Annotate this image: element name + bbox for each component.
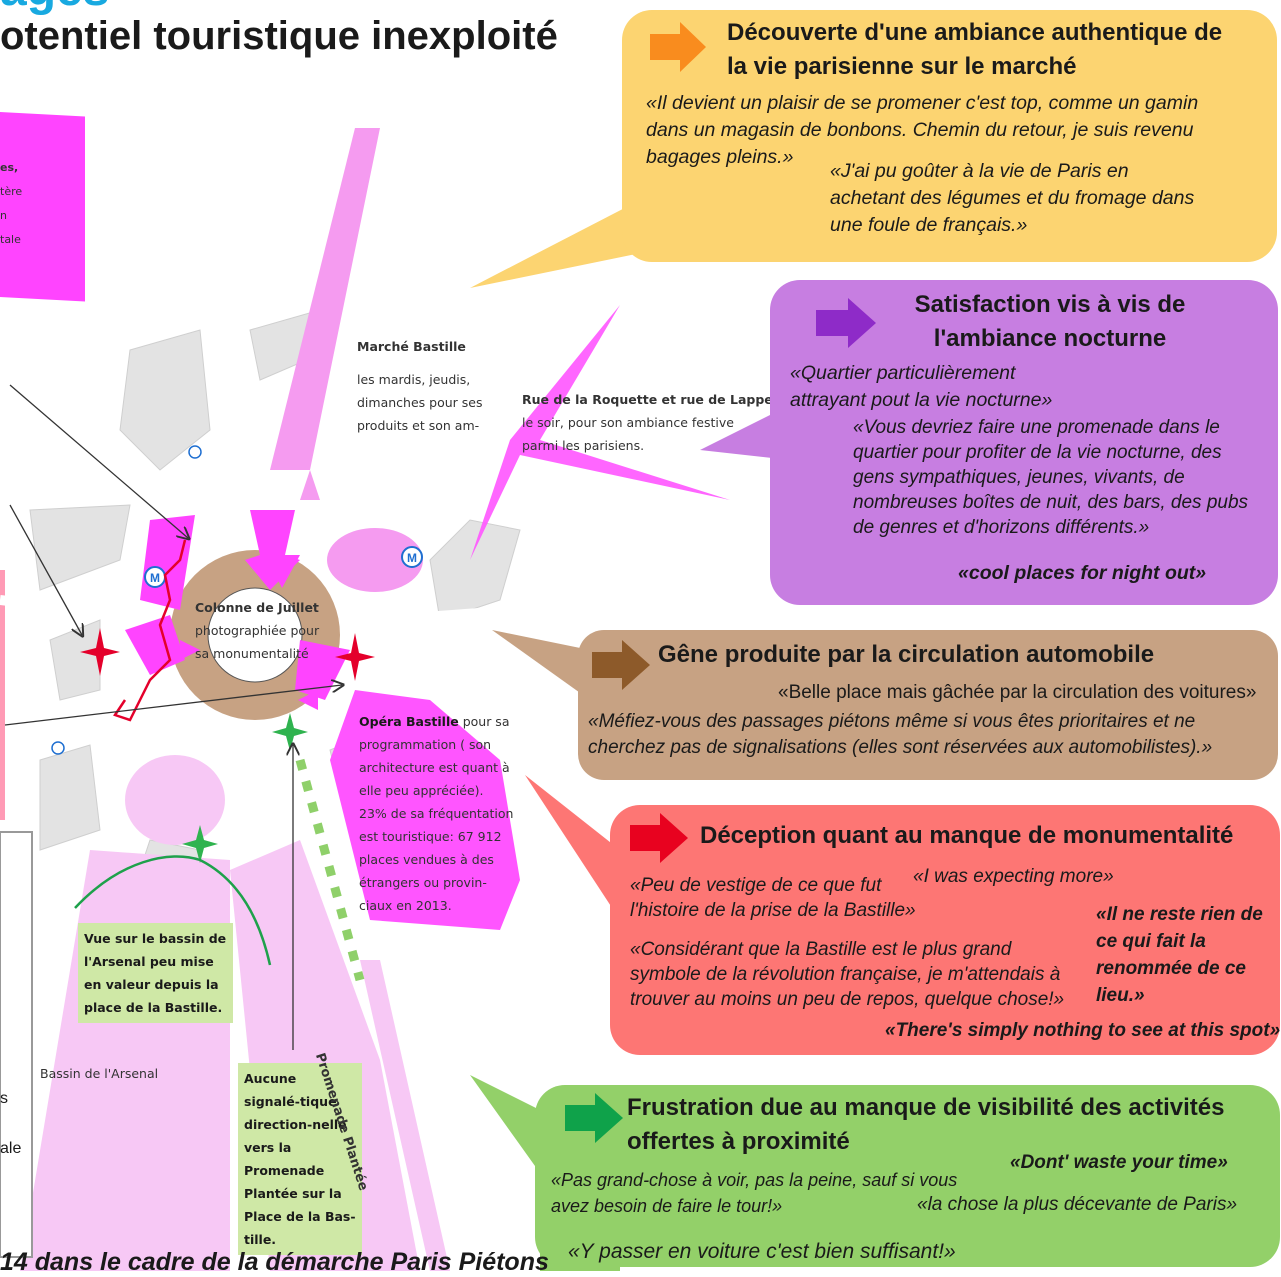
quote: «Y passer en voiture c'est bien suffisan… bbox=[568, 1240, 956, 1263]
bubble-title: Découverte d'une ambiance authentique de… bbox=[727, 19, 1223, 80]
bubble-decouverte: Découverte d'une ambiance authentique de… bbox=[622, 10, 1277, 262]
street-block bbox=[119, 329, 211, 471]
metro-icon bbox=[188, 445, 202, 459]
red-star-icon bbox=[80, 628, 120, 676]
green-star-icon bbox=[182, 825, 218, 863]
promenade-dashes bbox=[295, 758, 365, 982]
magenta-ellipse bbox=[327, 528, 423, 592]
street-block bbox=[39, 744, 101, 851]
bubble-title: Déception quant au manque de monumentali… bbox=[700, 822, 1234, 849]
marche-bastille-label: Marché Bastille les mardis, jeudis, dima… bbox=[357, 339, 483, 433]
arsenal-band bbox=[20, 850, 230, 1271]
pink-band-left bbox=[0, 570, 5, 820]
left-bottom-letters: s ale bbox=[0, 1090, 22, 1157]
bubble-title: Satisfaction vis à vis de l'ambiance noc… bbox=[914, 291, 1186, 352]
pink-ellipse bbox=[125, 755, 225, 845]
street-block bbox=[429, 519, 521, 621]
quote: «Belle place mais gâchée par la circulat… bbox=[778, 682, 1257, 703]
green-arrow-icon bbox=[565, 1093, 623, 1143]
svg-text:M: M bbox=[407, 551, 417, 565]
tail-red bbox=[525, 775, 620, 920]
arsenal-note: Vue sur le bassin de l'Arsenal peu mise … bbox=[78, 923, 233, 1023]
quote: «la chose la plus décevante de Paris» bbox=[917, 1194, 1238, 1215]
roquette-shape bbox=[470, 305, 730, 560]
quote: «Quartier particulièrement attrayant pou… bbox=[790, 362, 1053, 411]
red-star-icon bbox=[335, 633, 375, 681]
quote: «cool places for night out» bbox=[958, 562, 1207, 584]
red-arrow-icon bbox=[630, 813, 688, 863]
opera-shape bbox=[330, 690, 520, 930]
quote: «Pas grand-chose à voir, pas la peine, s… bbox=[551, 1170, 958, 1216]
metro-icon-group bbox=[51, 445, 423, 755]
bubble-title: Gêne produite par la circulation automob… bbox=[658, 641, 1155, 668]
bubble-frustration: Frustration due au manque de visibilité … bbox=[535, 1085, 1280, 1267]
bubble-deception: Déception quant au manque de monumentali… bbox=[610, 805, 1280, 1055]
quote: «Considérant que la Bastille est le plus… bbox=[630, 939, 1065, 1010]
quote: «Méfiez-vous des passages piétons même s… bbox=[588, 711, 1213, 758]
magenta-box-left bbox=[0, 112, 85, 302]
street-block bbox=[49, 619, 101, 701]
green-curve bbox=[74, 855, 272, 966]
quote: «Vous devriez faire une promenade dans l… bbox=[853, 417, 1249, 538]
left-box-text: es, tère n tale bbox=[0, 161, 23, 246]
signal-note: Aucune signalé-tique direction-nelle ver… bbox=[238, 1063, 362, 1255]
bassin-label: Bassin de l'Arsenal bbox=[40, 1066, 159, 1081]
title-fragment: ages bbox=[0, 0, 109, 17]
red-route bbox=[113, 539, 187, 722]
bubble-title: Frustration due au manque de visibilité … bbox=[627, 1094, 1225, 1155]
tail-tan bbox=[492, 630, 590, 700]
svg-text:M: M bbox=[150, 571, 160, 585]
bubble-nocturne: Satisfaction vis à vis de l'ambiance noc… bbox=[770, 280, 1278, 605]
street-block bbox=[29, 504, 131, 591]
roquette-label: Rue de la Roquette et rue de Lappe, le s… bbox=[522, 392, 778, 453]
bubble-circulation: Gêne produite par la circulation automob… bbox=[578, 630, 1278, 780]
opera-label: Opéra Bastille pour sa programmation ( s… bbox=[359, 714, 514, 913]
footer-caption: 14 dans le cadre de la démarche Paris Pi… bbox=[0, 1248, 549, 1276]
orange-arrow-icon bbox=[650, 22, 706, 72]
quote: «Il ne reste rien de ce qui fait la reno… bbox=[1096, 904, 1263, 1006]
metro-icon bbox=[51, 741, 65, 755]
colonne-label: Colonne de Juillet photographiée pour sa… bbox=[195, 600, 320, 661]
page-title: otentiel touristique inexploité bbox=[0, 14, 558, 58]
quote: «There's simply nothing to see at this s… bbox=[885, 1020, 1281, 1041]
quote: «Peu de vestige de ce que fut l'histoire… bbox=[630, 875, 916, 921]
quote: «I was expecting more» bbox=[913, 866, 1114, 887]
quote: «Il devient un plaisir de se promener c'… bbox=[646, 92, 1199, 168]
metro-icon bbox=[401, 546, 423, 568]
quote: «J'ai pu goûter à la vie de Paris en ach… bbox=[830, 160, 1195, 236]
left-info-box bbox=[0, 831, 33, 1258]
quote: «Dont' waste your time» bbox=[1010, 1152, 1228, 1173]
green-star-icon bbox=[272, 713, 308, 751]
magenta-blob bbox=[295, 640, 350, 700]
brown-arrow-icon bbox=[592, 640, 650, 690]
marche-strip bbox=[270, 128, 380, 470]
purple-arrow-icon bbox=[816, 298, 876, 348]
